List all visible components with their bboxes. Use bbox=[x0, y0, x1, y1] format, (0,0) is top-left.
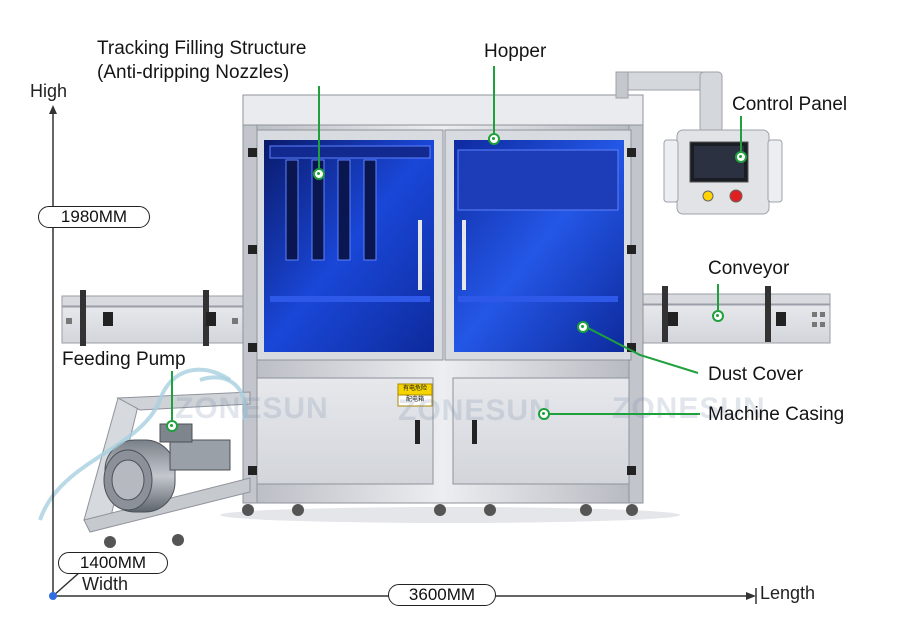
control-panel-label: Control Panel bbox=[732, 94, 848, 115]
length-dimension: 3600MM bbox=[388, 584, 496, 606]
hopper-callout-dot bbox=[488, 133, 500, 145]
watermark-left: ZONESUN bbox=[175, 392, 329, 425]
width-dimension: 1400MM bbox=[58, 552, 168, 574]
anti-dripping-label: (Anti-dripping Nozzles) bbox=[97, 62, 290, 83]
width-axis-label: Width bbox=[82, 574, 129, 594]
machine-casing-callout-dot bbox=[538, 408, 550, 420]
control-panel-arm bbox=[615, 71, 723, 133]
dust-cover-callout-dot bbox=[577, 321, 589, 333]
hopper-label: Hopper bbox=[484, 41, 547, 62]
control-panel-box bbox=[663, 129, 783, 215]
machine-casing-label: Machine Casing bbox=[708, 404, 845, 425]
upper-doors bbox=[256, 129, 632, 361]
warning-sticker-line2: 配电箱 bbox=[405, 397, 424, 403]
tracking-callout-dot bbox=[313, 168, 325, 180]
tracking-filling-label: Tracking Filling Structure bbox=[97, 38, 307, 59]
dust-cover-label: Dust Cover bbox=[708, 364, 804, 385]
feeding-pump-label: Feeding Pump bbox=[62, 349, 186, 370]
feeding-pump-callout-dot bbox=[166, 420, 178, 432]
lower-cabinet bbox=[256, 377, 630, 485]
feeding-pump bbox=[38, 367, 251, 548]
machine-wheels bbox=[242, 504, 638, 516]
hinges bbox=[248, 148, 636, 475]
machine-shadow bbox=[220, 507, 680, 523]
left-conveyor bbox=[61, 290, 247, 346]
watermark-center: ZONESUN bbox=[398, 394, 552, 427]
high-axis-label: High bbox=[30, 81, 68, 101]
control-panel-callout-dot bbox=[735, 151, 747, 163]
conveyor-label: Conveyor bbox=[708, 258, 790, 279]
watermark-right: ZONESUN bbox=[612, 392, 766, 425]
conveyor-callout-dot bbox=[712, 310, 724, 322]
height-dimension: 1980MM bbox=[38, 206, 150, 228]
length-axis-label: Length bbox=[760, 583, 816, 603]
warning-sticker-line1: 有电危险 bbox=[402, 386, 427, 392]
right-conveyor bbox=[639, 286, 831, 344]
